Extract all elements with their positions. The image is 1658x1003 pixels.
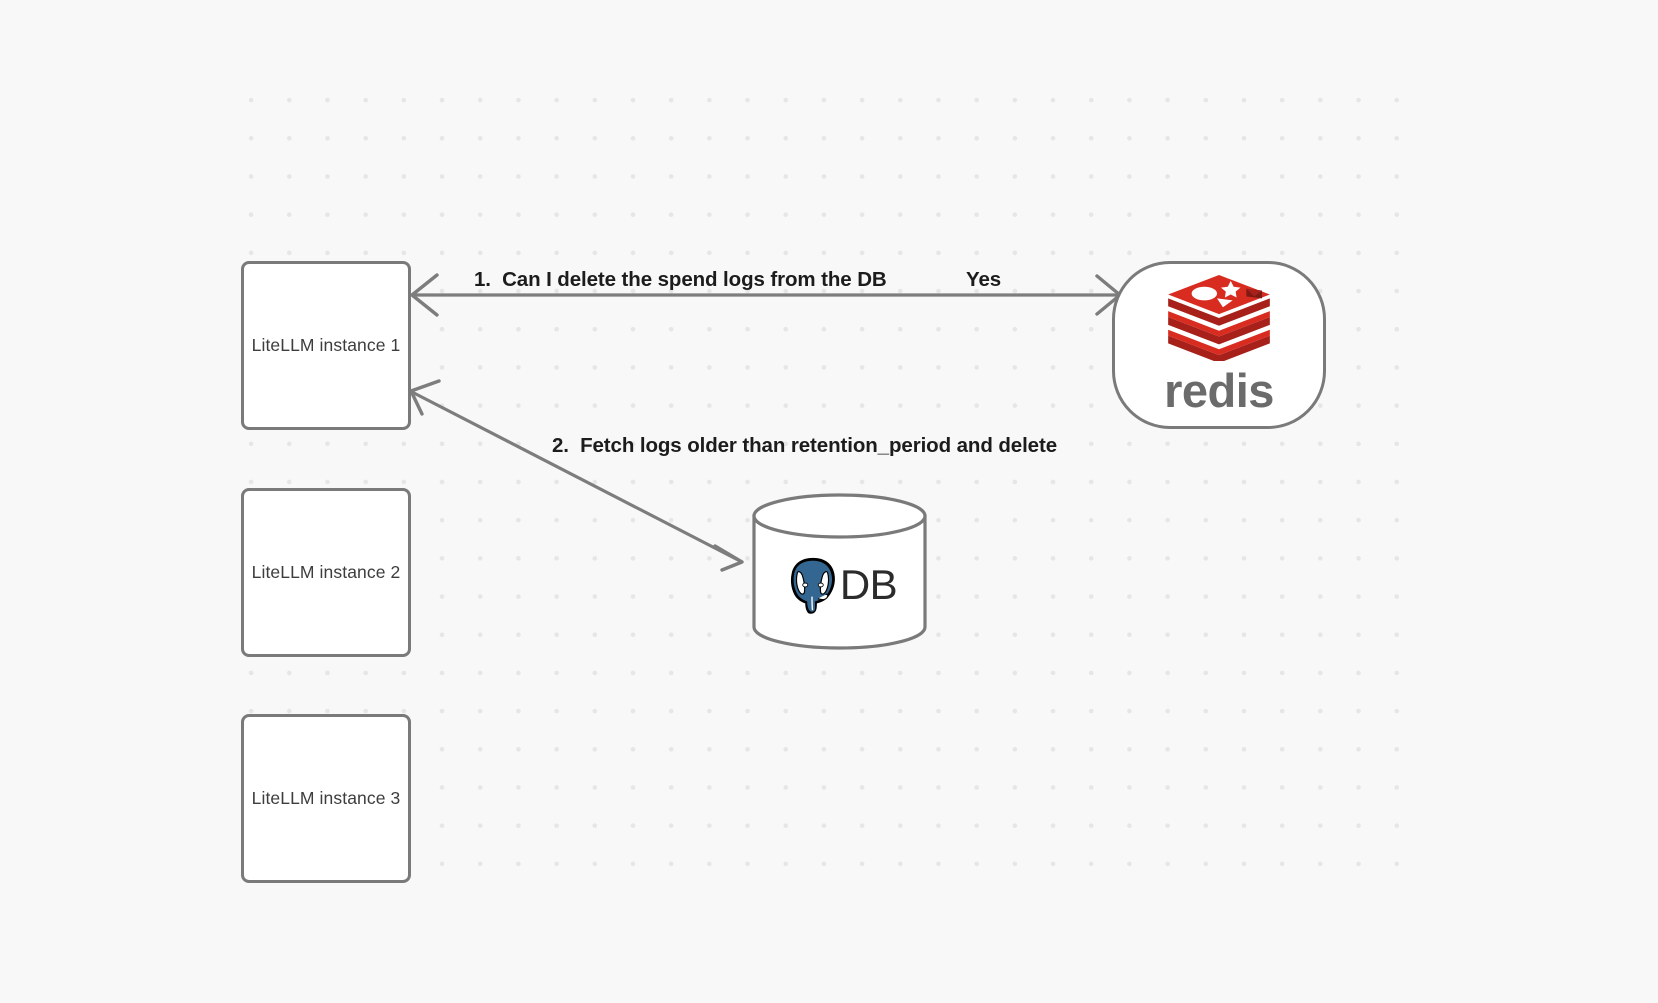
node-redis[interactable]: redis [1112,261,1326,429]
edge-2-label: 2. Fetch logs older than retention_perio… [552,434,1057,457]
node-litellm-instance-1[interactable]: LiteLLM instance 1 [241,261,411,430]
edge-1-reply-label: Yes [966,268,1002,291]
postgresql-elephant-icon [790,557,835,614]
node-database[interactable]: DB [752,493,927,650]
database-content: DB [752,493,927,650]
database-cylinder-shape [752,493,927,650]
edge-1-label: 1. Can I delete the spend logs from the … [474,268,887,291]
redis-wordmark-label: redis [1164,363,1274,417]
node-litellm-instance-3-label: LiteLLM instance 3 [251,788,401,808]
edge-2-line [409,379,744,572]
database-label: DB [839,560,898,608]
node-litellm-instance-2-label: LiteLLM instance 2 [251,562,401,582]
node-litellm-instance-1-label: LiteLLM instance 1 [251,335,401,355]
redis-logo-icon [1168,274,1270,361]
node-litellm-instance-2[interactable]: LiteLLM instance 2 [241,488,411,657]
node-litellm-instance-3[interactable]: LiteLLM instance 3 [241,714,411,883]
